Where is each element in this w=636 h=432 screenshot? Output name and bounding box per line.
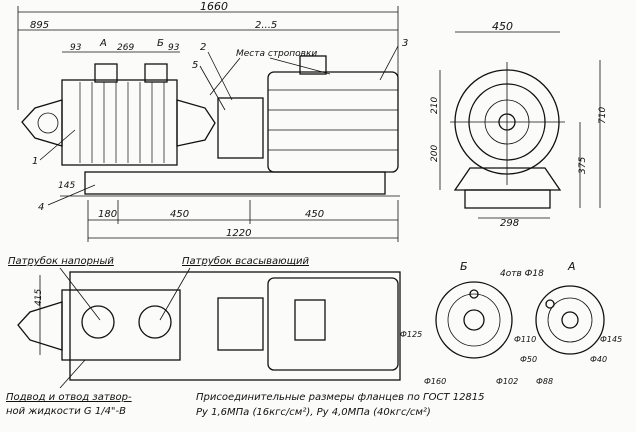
- leader-suction: [159, 267, 191, 321]
- dim-total-base: 1220: [226, 228, 251, 239]
- base-section: [464, 189, 551, 209]
- section-a-top: А: [99, 38, 107, 49]
- flange-a-hole: [545, 299, 555, 309]
- terminal-box: [299, 55, 327, 75]
- flange-a-title: А: [567, 260, 576, 273]
- pump-casing: [61, 79, 178, 166]
- discharge-nozzle: [94, 63, 118, 83]
- dim-h4: 710: [598, 107, 608, 124]
- callout-1: 1: [32, 156, 38, 167]
- callout-2: 2: [200, 42, 206, 53]
- callout-4: 4: [38, 202, 44, 213]
- motor-fins: [268, 89, 398, 151]
- leader-4: [47, 184, 96, 206]
- bearing-plan-left: [17, 301, 63, 351]
- flange-a-bore: [561, 311, 579, 329]
- dim-range: 2...5: [255, 20, 277, 31]
- section-b-top: Б: [157, 38, 164, 49]
- callout-3: 3: [402, 38, 408, 49]
- flange-b-bolt-circle: [447, 293, 501, 347]
- leader-5: [199, 65, 226, 111]
- flange-caption-1: Присоединительные размеры фланцев по ГОС…: [196, 392, 485, 403]
- leader-3: [379, 45, 399, 81]
- flanges-view: Б А 4отв Ф18 Ф125 Ф50 Ф102 Ф160 Ф110 Ф88…: [196, 260, 622, 418]
- flange-b-title: Б: [460, 260, 468, 273]
- pump-stages: [79, 82, 165, 163]
- label-discharge: Патрубок напорный: [8, 255, 114, 267]
- dim-415: 415: [34, 289, 44, 306]
- motor-foot: [453, 167, 562, 191]
- dim-overall: 1660: [200, 0, 228, 13]
- bearing-housing-left: [21, 99, 63, 147]
- dim-h3: 375: [578, 157, 588, 174]
- bearing-cap-left: [37, 112, 59, 134]
- terminal-box-plan: [294, 299, 326, 341]
- flange-b-dim-1: Ф125: [400, 330, 422, 339]
- callout-5: 5: [192, 60, 198, 71]
- base-frame: [84, 171, 386, 195]
- flange-b-bore: [463, 309, 485, 331]
- bearing-housing-right: [176, 99, 216, 147]
- leader-sling-2: [269, 57, 331, 75]
- flange-holes: 4отв Ф18: [500, 269, 544, 279]
- leader-seal: [59, 359, 86, 389]
- note-sling: Места строповки: [236, 49, 317, 59]
- label-seal-1: Подвод и отвод затвор-: [6, 392, 132, 403]
- leader-2: [207, 51, 233, 101]
- pump-plan-body: [61, 289, 181, 361]
- flange-a-dim-3: Ф145: [600, 335, 622, 344]
- flange-b-dim-3: Ф102: [496, 377, 518, 386]
- side-view: 1660 895 2...5 93 269 93 А Б: [17, 0, 408, 242]
- flange-caption-2: Ру 1,6МПа (16кгс/см²), Ру 4,0МПа (40кгс/…: [196, 407, 431, 418]
- leader-sling-1: [209, 57, 241, 96]
- motor-body: [267, 71, 399, 173]
- flange-a-bolt-circle: [547, 297, 593, 343]
- coupling-plan: [217, 297, 264, 351]
- dim-mid2: 450: [305, 209, 324, 220]
- flange-b-dim-2: Ф50: [520, 355, 537, 364]
- flange-b-outer: [435, 281, 513, 359]
- end-view: 450 298 210 200 375 710: [430, 20, 608, 229]
- dim-b1: 93: [168, 43, 180, 53]
- dim-base: 298: [500, 218, 519, 229]
- dim-pump-len: 895: [30, 20, 49, 31]
- flange-a-dim-4: Ф40: [590, 355, 607, 364]
- dim-mid1: 450: [170, 209, 189, 220]
- dim-small: 145: [58, 181, 75, 191]
- label-seal-2: ной жидкости G 1/4"-В: [6, 406, 126, 417]
- coupling: [217, 97, 264, 159]
- leader-1: [39, 129, 76, 161]
- label-suction: Патрубок всасывающий: [182, 255, 310, 267]
- dim-a1: 93: [70, 43, 82, 53]
- flange-a-outer: [535, 285, 605, 355]
- flange-a-dim-1: Ф110: [514, 335, 536, 344]
- motor-plan: [267, 277, 399, 371]
- base-plan: [69, 271, 401, 381]
- flange-b-dim-4: Ф160: [424, 377, 446, 386]
- dim-h1: 210: [430, 97, 440, 114]
- flange-b-hole: [469, 289, 479, 299]
- discharge-flange-plan: [81, 305, 115, 339]
- dim-a2: 269: [117, 43, 134, 53]
- dim-width: 450: [492, 20, 513, 33]
- dim-h2: 200: [430, 145, 440, 162]
- suction-flange-plan: [138, 305, 172, 339]
- flange-a-dim-2: Ф88: [536, 377, 553, 386]
- suction-nozzle: [144, 63, 168, 83]
- leader-discharge: [59, 267, 101, 321]
- dim-left: 180: [98, 209, 117, 220]
- plan-view: Патрубок напорный Патрубок всасывающий 4…: [6, 255, 401, 417]
